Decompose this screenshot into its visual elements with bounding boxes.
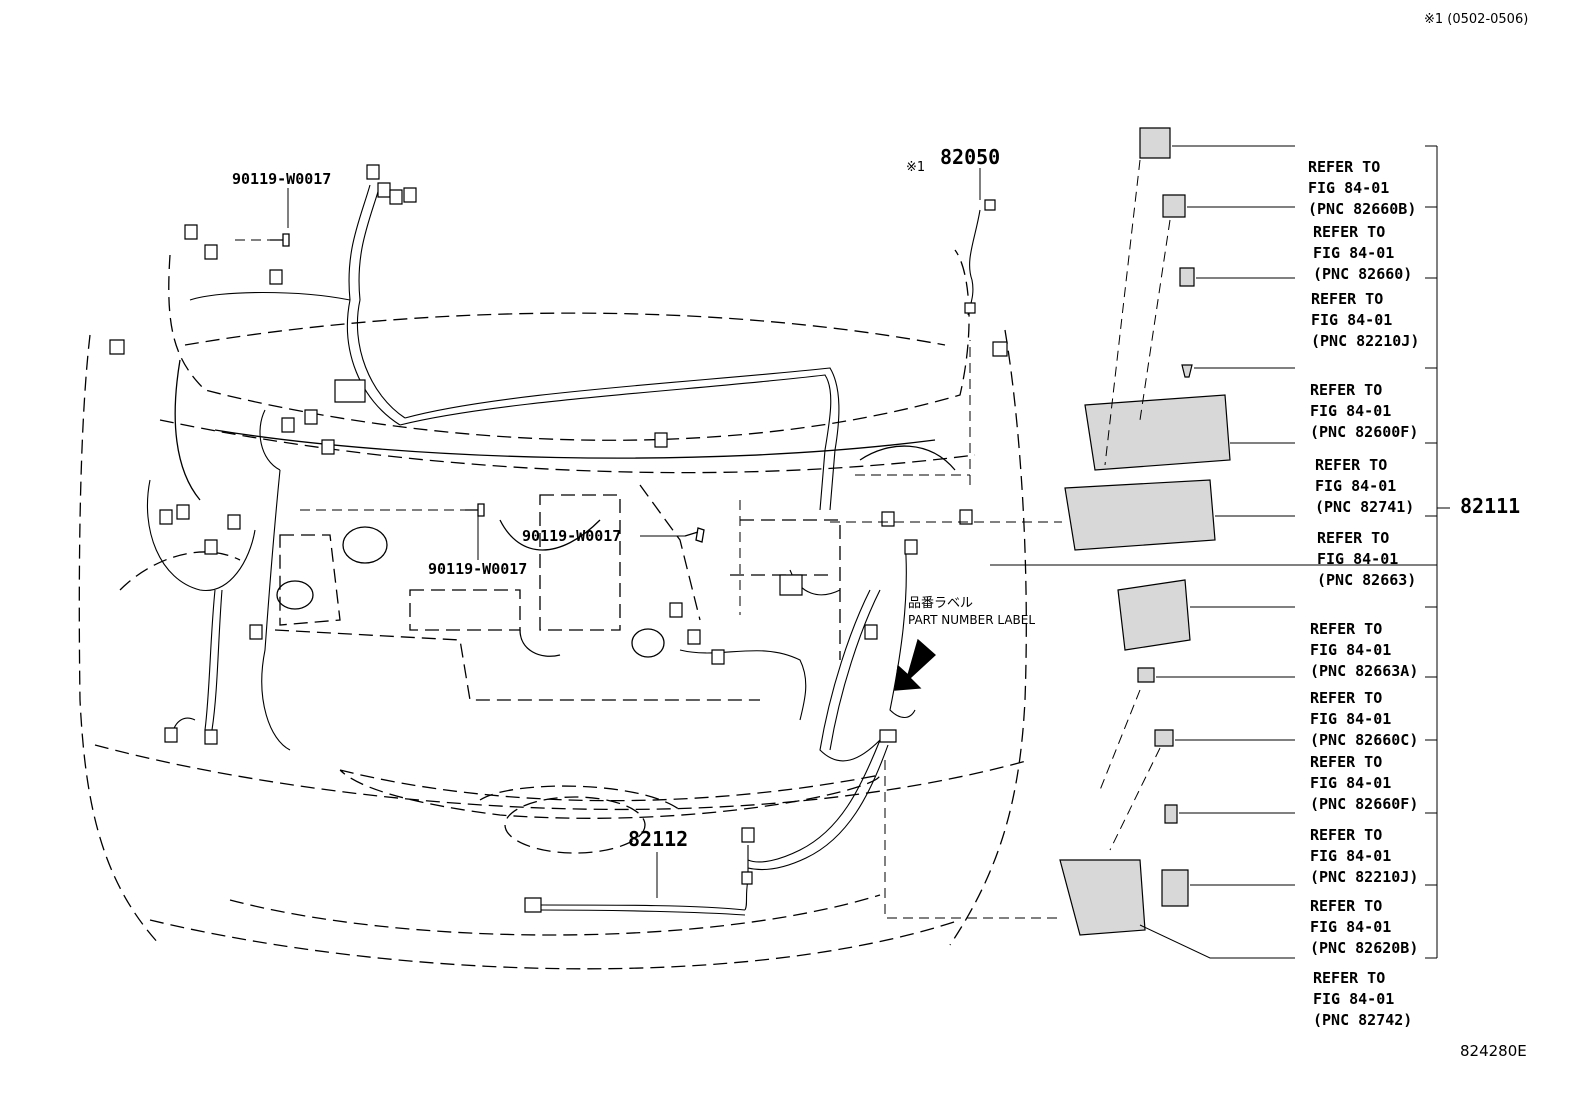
- bolt-symbols: [270, 234, 704, 542]
- header-note: ※1 (0502-0506): [1424, 12, 1529, 27]
- assembly-dashed-leaders: [235, 160, 1170, 918]
- label-arrow: [895, 640, 935, 690]
- engine-bay-contours: [175, 360, 955, 657]
- relay-block-components: [1060, 128, 1230, 935]
- callout-pnc-82112: 82112: [628, 827, 689, 851]
- callout-bolt-90119-w0017-right: 90119-W0017: [522, 527, 622, 545]
- callout-bolt-90119-w0017-center: 90119-W0017: [428, 560, 528, 578]
- connectors: [110, 165, 1007, 912]
- callout-bolt-90119-w0017-top: 90119-W0017: [232, 170, 332, 188]
- callout-pnc-82111: 82111: [1460, 494, 1521, 518]
- callout-pnc-82050: 82050: [940, 145, 1001, 169]
- leader-lines: [288, 146, 1450, 958]
- figure-code: 824280E: [1460, 1042, 1527, 1060]
- part-number-label-jp: 品番ラベル: [908, 596, 974, 611]
- note-marker: ※1: [906, 160, 926, 175]
- harness-main: [147, 185, 980, 915]
- part-number-label-en: PART NUMBER LABEL: [908, 613, 1036, 627]
- vehicle-body-outline: [79, 250, 1030, 969]
